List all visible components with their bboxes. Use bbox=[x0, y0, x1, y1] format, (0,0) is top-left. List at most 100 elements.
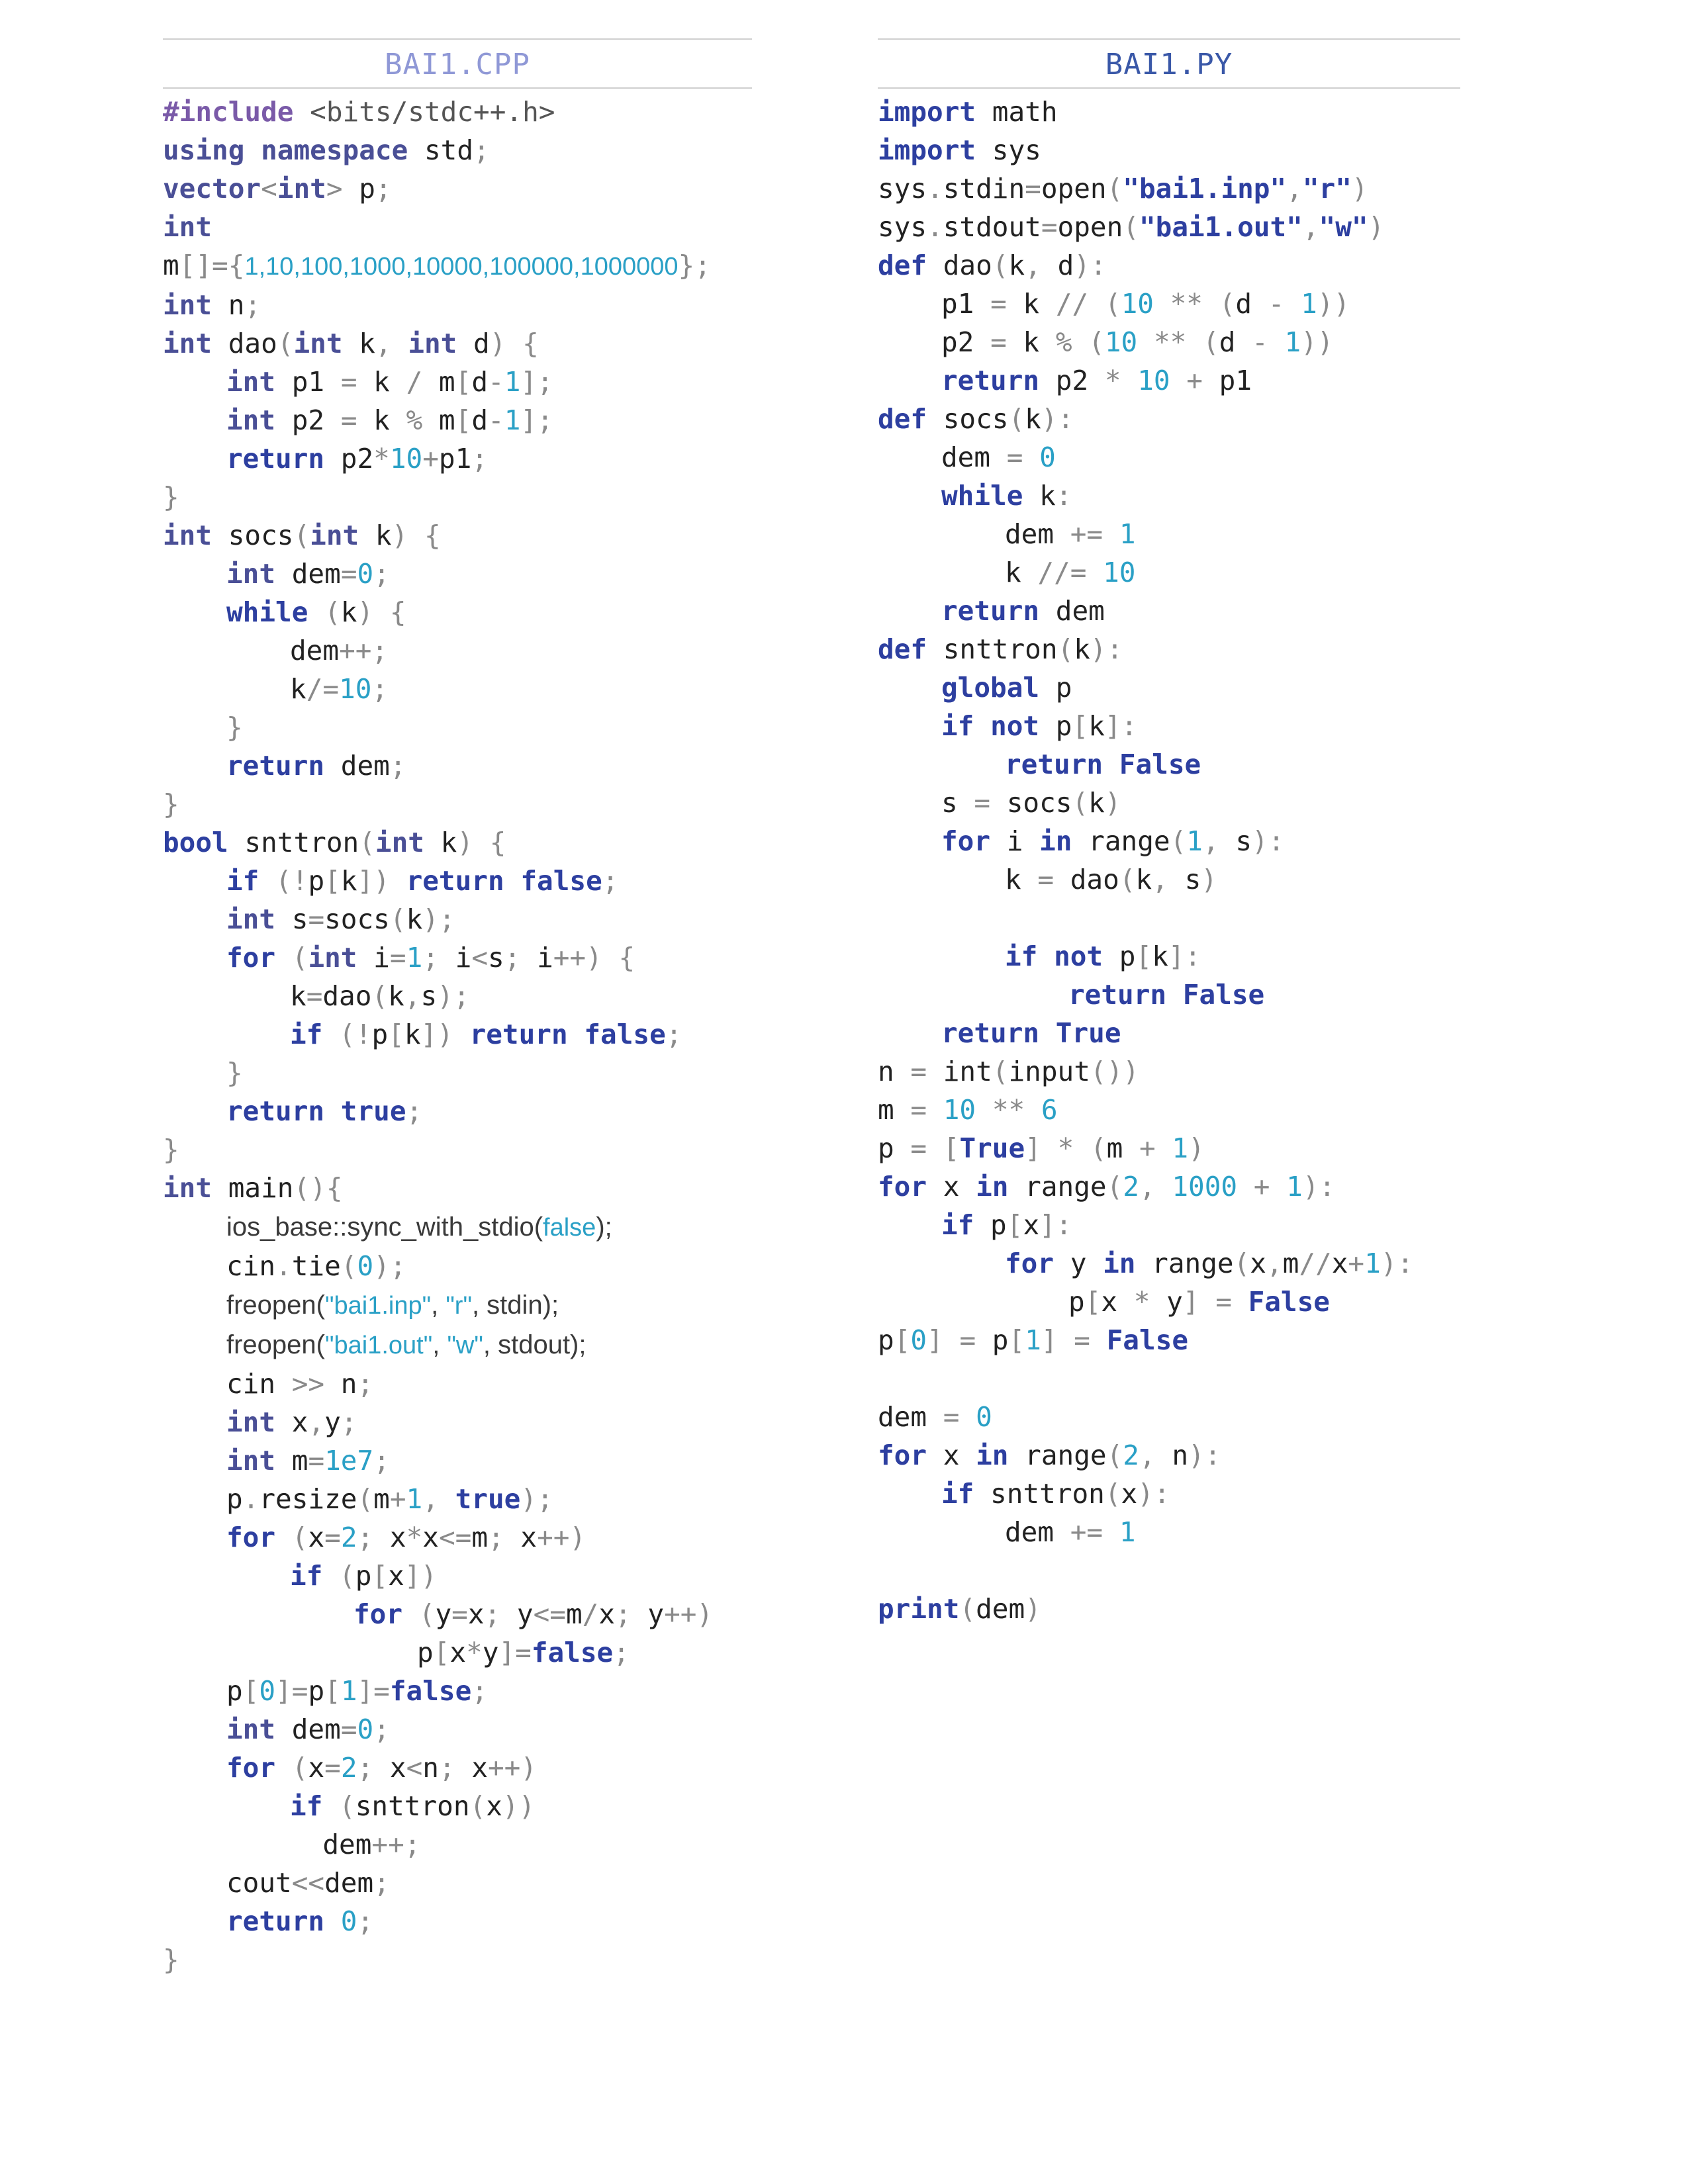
python-code-token: import bbox=[878, 134, 976, 166]
cpp-code-token: true bbox=[340, 1095, 406, 1127]
cpp-code-token: s bbox=[488, 942, 504, 974]
python-code-token: , bbox=[1139, 1439, 1172, 1471]
python-code-token: ( bbox=[1119, 864, 1136, 895]
cpp-code-token: ) { bbox=[391, 520, 441, 551]
python-code-token: ( bbox=[1219, 288, 1236, 320]
python-code-token: k bbox=[1152, 940, 1168, 972]
python-code-token bbox=[1088, 288, 1105, 320]
cpp-code-line: k=dao(k,s); bbox=[163, 977, 752, 1015]
python-code-line: while k: bbox=[878, 477, 1460, 515]
cpp-code-token: return bbox=[226, 1095, 325, 1127]
cpp-code-token: [ bbox=[324, 1675, 341, 1707]
python-code-token: d bbox=[1235, 288, 1268, 320]
cpp-code-token: using bbox=[163, 134, 245, 166]
python-code-token: p bbox=[976, 1324, 1009, 1356]
python-code-token: ] bbox=[1025, 1132, 1041, 1164]
cpp-code-token: #include bbox=[163, 96, 294, 128]
cpp-code-token: int bbox=[163, 1172, 212, 1204]
cpp-code-line: int n; bbox=[163, 286, 752, 324]
python-code-token: = bbox=[1037, 864, 1055, 895]
cpp-code-token: 0 bbox=[259, 1675, 276, 1707]
cpp-code-token: false bbox=[584, 1019, 666, 1050]
python-code-token: ( bbox=[959, 1593, 976, 1625]
python-code-token: , bbox=[1202, 825, 1236, 857]
cpp-code-token: int bbox=[277, 173, 326, 205]
python-code-token: 1 bbox=[1119, 1516, 1136, 1548]
python-code-token: for bbox=[941, 825, 991, 857]
python-code-token: 1 bbox=[1172, 1132, 1189, 1164]
cpp-code-token: ++; bbox=[371, 1829, 421, 1860]
cpp-code-token: int bbox=[375, 827, 424, 858]
cpp-code-token: ]= bbox=[498, 1637, 532, 1668]
cpp-code-token: ++) bbox=[488, 1752, 538, 1784]
cpp-code-token: + bbox=[389, 1483, 406, 1515]
cpp-code-token: i bbox=[537, 942, 553, 974]
cpp-code-token: d bbox=[471, 404, 488, 436]
python-code-token: dem bbox=[1039, 595, 1105, 627]
cpp-code-token: ( bbox=[357, 1483, 374, 1515]
python-code-token: m bbox=[1282, 1248, 1299, 1279]
cpp-code-line: for (y=x; y<=m/x; y++) bbox=[163, 1595, 752, 1633]
cpp-code-token: << bbox=[291, 1867, 325, 1899]
cpp-code-token: return bbox=[406, 865, 504, 897]
python-code-token: return bbox=[941, 595, 1040, 627]
python-code-token: , bbox=[1266, 1248, 1283, 1279]
python-code-token: sys bbox=[878, 211, 927, 243]
cpp-code-token: vector bbox=[163, 173, 261, 205]
cpp-code-token: int bbox=[226, 1713, 276, 1745]
python-code-token bbox=[927, 1132, 943, 1164]
cpp-code-token: m bbox=[163, 250, 179, 281]
python-code-line: m = 10 ** 6 bbox=[878, 1091, 1460, 1129]
cpp-code-token: k bbox=[406, 903, 423, 935]
cpp-code-token: / bbox=[406, 366, 423, 398]
cpp-code-line: if (p[x]) bbox=[163, 1557, 752, 1595]
python-code-token: n bbox=[878, 1056, 911, 1087]
cpp-code-line: int dem=0; bbox=[163, 1710, 752, 1749]
cpp-code-token: std bbox=[408, 134, 474, 166]
cpp-code-token: = bbox=[306, 980, 323, 1012]
python-code-line: for x in range(2, 1000 + 1): bbox=[878, 1167, 1460, 1206]
python-code-token: , bbox=[1286, 173, 1303, 205]
cpp-code-token: dem bbox=[275, 1713, 341, 1745]
python-code-token bbox=[1072, 326, 1089, 358]
python-code-line: dem = 0 bbox=[878, 1398, 1460, 1436]
python-code-token: sys bbox=[976, 134, 1041, 166]
python-code-token: ( bbox=[1123, 211, 1139, 243]
python-code-token: ]: bbox=[1168, 940, 1201, 972]
python-code-token: def bbox=[878, 250, 927, 281]
python-code-token: ()) bbox=[1090, 1056, 1139, 1087]
cpp-code-token: snttron bbox=[228, 827, 359, 858]
cpp-code-token: (! bbox=[339, 1019, 372, 1050]
python-code-token: dem bbox=[941, 441, 1007, 473]
cpp-code-token: n bbox=[422, 1752, 439, 1784]
python-code-token: s bbox=[1184, 864, 1201, 895]
cpp-code-token: cout bbox=[226, 1867, 292, 1899]
cpp-code-token: if bbox=[226, 865, 259, 897]
cpp-code-token: d bbox=[471, 366, 488, 398]
cpp-code-token: ; bbox=[504, 942, 538, 974]
python-code-token: k bbox=[1023, 480, 1056, 512]
python-code-token: p1 bbox=[941, 288, 991, 320]
cpp-code-token: ]) bbox=[404, 1560, 438, 1592]
cpp-code-token: "r" bbox=[445, 1292, 472, 1320]
cpp-code-line: int x,y; bbox=[163, 1403, 752, 1441]
cpp-code-line: for (int i=1; i<s; i++) { bbox=[163, 938, 752, 977]
python-code-token: dem bbox=[878, 1401, 943, 1433]
python-code-token: ): bbox=[1380, 1248, 1414, 1279]
python-code-token: snttron bbox=[974, 1478, 1105, 1510]
cpp-code-token: x bbox=[389, 1752, 406, 1784]
python-code-line: return dem bbox=[878, 592, 1460, 630]
python-code-token: [ bbox=[894, 1324, 911, 1356]
cpp-code-token bbox=[324, 1905, 341, 1937]
python-code-token: 6 bbox=[1041, 1094, 1058, 1126]
python-code-token: p bbox=[878, 1324, 894, 1356]
python-code-token: ** bbox=[992, 1094, 1025, 1126]
python-code-token: k bbox=[1005, 864, 1038, 895]
cpp-code-line: int socs(int k) { bbox=[163, 516, 752, 555]
cpp-code-token: ( bbox=[277, 328, 294, 359]
python-code-token: for bbox=[1005, 1248, 1055, 1279]
cpp-code-token: freopen( bbox=[226, 1291, 325, 1320]
python-code-token: socs bbox=[990, 787, 1072, 819]
cpp-code-token: ; bbox=[438, 1752, 472, 1784]
python-code-token: = bbox=[1041, 211, 1058, 243]
